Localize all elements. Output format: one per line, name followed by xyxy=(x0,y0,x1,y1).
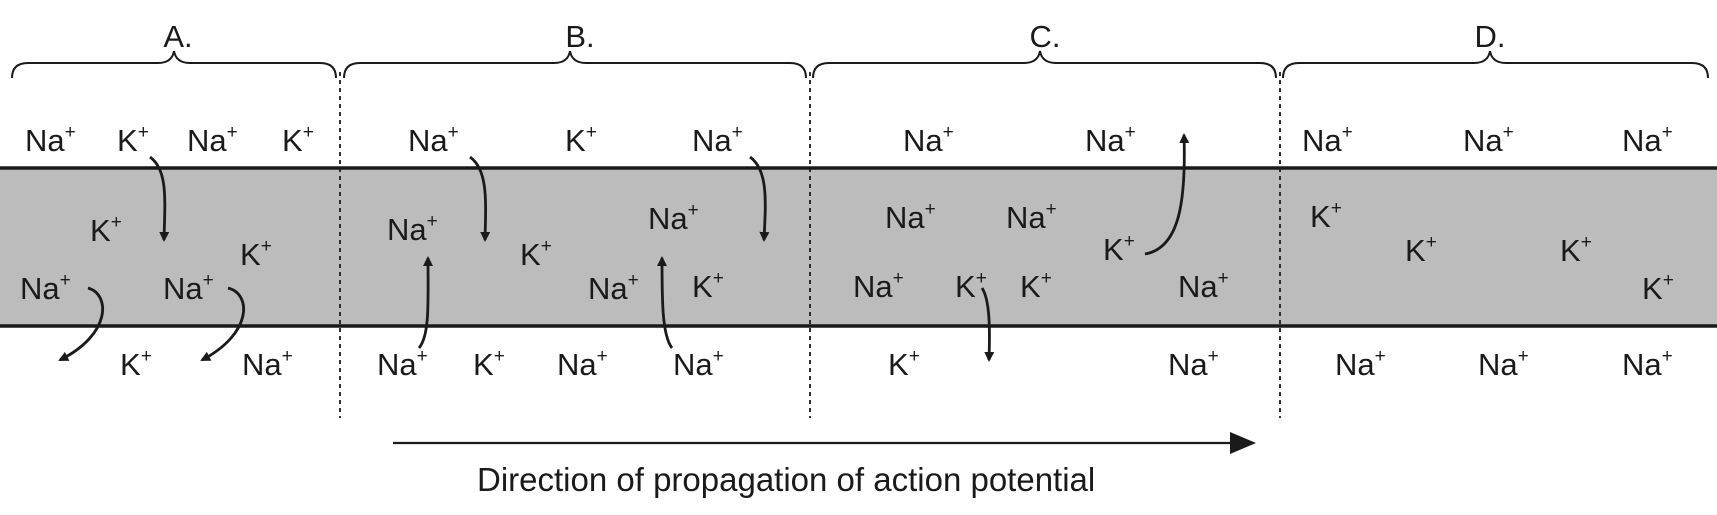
arrow-na-outflow-a-2 xyxy=(200,286,246,362)
ion-k-d-in-1: K+ xyxy=(1310,198,1342,234)
ion-na-b-bottom-1: Na+ xyxy=(377,346,428,382)
membrane-band xyxy=(0,168,1717,326)
ion-na-a-bottom-2: Na+ xyxy=(242,346,293,382)
ion-k-d-in-3: K+ xyxy=(1560,232,1592,268)
ion-na-d-top-1: Na+ xyxy=(1302,122,1353,158)
ion-na-d-bottom-1: Na+ xyxy=(1335,346,1386,382)
ion-na-d-bottom-3: Na+ xyxy=(1622,346,1673,382)
ion-k-a-bottom-1: K+ xyxy=(120,346,152,382)
ion-na-b-bottom-3: Na+ xyxy=(557,346,608,382)
arrow-na-inflow-b-2 xyxy=(749,155,770,243)
segment-label-a: A. xyxy=(163,19,192,54)
arrow-k-outflow-c-2 xyxy=(980,287,995,363)
ion-k-b-top-2: K+ xyxy=(565,122,597,158)
ion-k-a-in-1: K+ xyxy=(90,212,122,248)
ion-na-c-top-2: Na+ xyxy=(1085,122,1136,158)
arrow-na-inflow-b-3 xyxy=(417,255,434,349)
ion-na-c-in-4: Na+ xyxy=(853,268,904,304)
brace-b xyxy=(343,50,807,79)
ion-k-d-in-4: K+ xyxy=(1642,270,1674,306)
arrow-na-inflow-b-4 xyxy=(656,255,674,349)
ion-na-b-top-1: Na+ xyxy=(408,122,459,158)
arrow-na-outflow-a-1 xyxy=(58,286,104,362)
ion-na-d-bottom-2: Na+ xyxy=(1478,346,1529,382)
ion-k-b-bottom-2: K+ xyxy=(473,346,505,382)
brace-a xyxy=(11,50,337,79)
ion-na-b-in-1: Na+ xyxy=(387,211,438,247)
ion-na-a-in-3: Na+ xyxy=(20,270,71,306)
ion-k-b-in-5: K+ xyxy=(692,268,724,304)
ion-na-c-top-1: Na+ xyxy=(903,122,954,158)
ion-k-c-bottom-1: K+ xyxy=(888,346,920,382)
ion-k-a-top-2: K+ xyxy=(117,122,149,158)
ion-na-b-in-4: Na+ xyxy=(588,270,639,306)
ion-na-c-bottom-2: Na+ xyxy=(1168,346,1219,382)
arrow-na-inflow-b-1 xyxy=(469,155,491,243)
brace-d xyxy=(1282,50,1709,79)
ion-na-b-in-2: Na+ xyxy=(648,200,699,236)
ion-k-c-in-6: K+ xyxy=(1020,268,1052,304)
propagation-arrowhead xyxy=(1230,432,1256,454)
ion-na-c-in-1: Na+ xyxy=(885,199,936,235)
ion-na-d-top-3: Na+ xyxy=(1622,122,1673,158)
ion-na-a-in-4: Na+ xyxy=(163,270,214,306)
segment-label-d: D. xyxy=(1475,19,1506,54)
ion-na-b-bottom-4: Na+ xyxy=(673,346,724,382)
ion-k-c-in-5: K+ xyxy=(955,268,987,304)
ion-na-c-in-2: Na+ xyxy=(1006,199,1057,235)
ion-na-a-top-3: Na+ xyxy=(187,122,238,158)
ion-na-a-top-1: Na+ xyxy=(25,122,76,158)
ion-k-d-in-2: K+ xyxy=(1405,232,1437,268)
arrow-k-outflow-c-1 xyxy=(1144,132,1190,256)
brace-c xyxy=(812,50,1277,79)
ion-k-a-top-4: K+ xyxy=(282,122,314,158)
ion-k-c-in-3: K+ xyxy=(1103,231,1135,267)
ion-na-c-in-7: Na+ xyxy=(1178,268,1229,304)
segment-label-c: C. xyxy=(1030,19,1061,54)
ion-k-b-in-3: K+ xyxy=(520,236,552,272)
propagation-caption: Direction of propagation of action poten… xyxy=(477,461,1095,498)
ion-na-b-top-3: Na+ xyxy=(692,122,743,158)
ion-na-d-top-2: Na+ xyxy=(1463,122,1514,158)
arrow-k-inflow-a xyxy=(149,155,170,243)
segment-label-b: B. xyxy=(565,19,594,54)
ion-k-a-in-2: K+ xyxy=(240,236,272,272)
